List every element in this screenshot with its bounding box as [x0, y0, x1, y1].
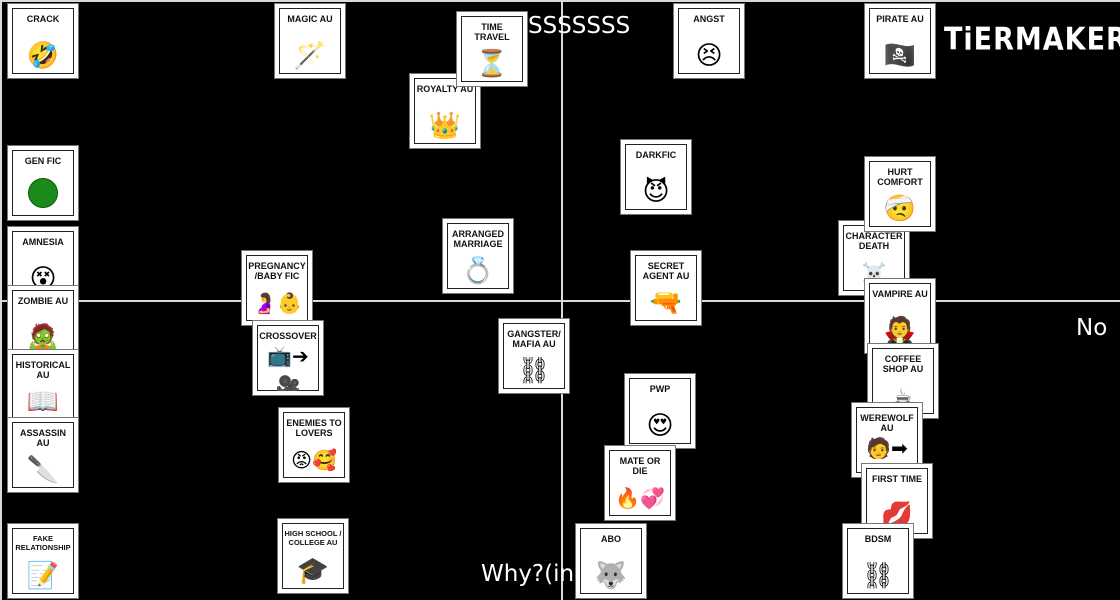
card-label: BDSM	[864, 534, 892, 544]
card-label: MATE OR DIE	[619, 456, 661, 476]
board-border-top	[0, 0, 1120, 2]
card-pregnancy[interactable]: PREGNANCY /BABY FIC 🤰👶	[241, 250, 313, 326]
card-label: CRACK	[26, 14, 60, 24]
card-enemies-to-lovers[interactable]: ENEMIES TO LOVERS 😡🥰	[278, 407, 350, 483]
pirate-flag-icon: 🏴‍☠️	[883, 41, 917, 71]
card-label: ROYALTY AU	[416, 84, 474, 94]
fire-hearts-icon: 🔥💞	[615, 486, 665, 510]
card-label: ANGST	[693, 14, 725, 24]
card-pwp[interactable]: PWP 😍	[624, 373, 696, 449]
card-fake-relationship[interactable]: FAKE RELATIONSHIP 📝	[7, 523, 79, 599]
card-gangster-mafia-au[interactable]: GANGSTER/ MAFIA AU ⛓	[498, 318, 570, 394]
card-mate-or-die[interactable]: MATE OR DIE 🔥💞	[604, 445, 676, 521]
tiermaker-logo: TiERMAKER	[944, 22, 1120, 58]
card-label: COFFEE SHOP AU	[882, 354, 924, 374]
card-bdsm[interactable]: BDSM ⛓	[842, 523, 914, 599]
angry-and-love-face-icon: 😡🥰	[291, 448, 337, 472]
card-label: CROSSOVER	[259, 331, 317, 341]
card-label: ENEMIES TO LOVERS	[286, 418, 342, 438]
axis-label-top: SSSSSSS	[528, 13, 631, 39]
zombie-icon: 🧟	[26, 323, 60, 353]
card-label: ZOMBIE AU	[17, 296, 69, 306]
card-label: PREGNANCY /BABY FIC	[248, 261, 306, 281]
card-hurt-comfort[interactable]: HURT COMFORT 🤕	[864, 156, 936, 232]
card-assassin-au[interactable]: ASSASSIN AU 🔪	[7, 417, 79, 493]
card-label: PIRATE AU	[876, 14, 924, 24]
persevering-face-icon: 😣	[695, 41, 723, 71]
pregnant-baby-icon: 🤰👶	[252, 291, 302, 315]
pistol-icon: 🔫	[649, 288, 683, 318]
card-label: WEREWOLF AU	[860, 413, 914, 433]
card-label: ARRANGED MARRIAGE	[451, 229, 504, 249]
green-circle-icon	[28, 178, 58, 208]
card-secret-agent-au[interactable]: SECRET AGENT AU 🔫	[630, 250, 702, 326]
card-label: FIRST TIME	[872, 474, 922, 484]
card-label: HISTORICAL AU	[15, 360, 71, 380]
book-icon: 📖	[26, 387, 60, 417]
horizontal-axis	[0, 300, 1120, 302]
card-label: SECRET AGENT AU	[642, 261, 690, 281]
card-historical-au[interactable]: HISTORICAL AU 📖	[7, 349, 79, 425]
card-vampire-au[interactable]: VAMPIRE AU 🧛	[864, 278, 936, 354]
magic-wand-icon: 🪄	[293, 41, 327, 71]
card-label: HURT COMFORT	[877, 167, 923, 187]
devil-face-icon: 😈	[642, 177, 670, 207]
card-label: ASSASSIN AU	[19, 428, 66, 448]
card-label: ABO	[601, 534, 621, 544]
wolf-icon: 🐺	[594, 561, 628, 591]
card-darkfic[interactable]: DARKFIC 😈	[620, 139, 692, 215]
bandaged-face-icon: 🤕	[883, 194, 917, 224]
axis-label-right: No	[1076, 315, 1108, 341]
card-abo[interactable]: ABO 🐺	[575, 523, 647, 599]
card-pirate-au[interactable]: PIRATE AU 🏴‍☠️	[864, 3, 936, 79]
card-label: VAMPIRE AU	[872, 289, 928, 299]
card-label: FAKE RELATIONSHIP	[15, 534, 71, 552]
ring-icon: 💍	[461, 256, 495, 286]
knife-icon: 🔪	[26, 455, 60, 485]
card-arranged-marriage[interactable]: ARRANGED MARRIAGE 💍	[442, 218, 514, 294]
memo-icon: 📝	[26, 561, 60, 591]
card-label: MAGIC AU	[287, 14, 333, 24]
graduation-cap-icon: 🎓	[296, 556, 330, 586]
card-label: DARKFIC	[635, 150, 677, 160]
coffee-icon: ☕	[894, 384, 912, 408]
card-gen-fic[interactable]: GEN FIC	[7, 145, 79, 221]
card-label: HIGH SCHOOL / COLLEGE AU	[284, 529, 342, 547]
card-crossover[interactable]: CROSSOVER 📺➔🎥	[252, 320, 324, 396]
vampire-icon: 🧛	[883, 316, 917, 346]
card-zombie-au[interactable]: ZOMBIE AU 🧟	[7, 285, 79, 361]
card-label: PWP	[649, 384, 671, 394]
card-royalty-au[interactable]: ROYALTY AU 👑	[409, 73, 481, 149]
tv-to-camera-icon: 📺➔🎥	[267, 344, 309, 395]
heart-eyes-icon: 😍	[646, 411, 674, 441]
card-label: TIME TRAVEL	[474, 22, 510, 42]
card-high-school-au[interactable]: HIGH SCHOOL / COLLEGE AU 🎓	[277, 518, 349, 594]
card-magic-au[interactable]: MAGIC AU 🪄	[274, 3, 346, 79]
handcuffs-icon: ⛓	[861, 561, 895, 591]
rofl-icon: 🤣	[26, 41, 60, 71]
crown-icon: 👑	[428, 111, 462, 141]
card-time-travel[interactable]: TIME TRAVEL ⏳	[456, 11, 528, 87]
card-label: CHARACTER DEATH	[845, 231, 903, 251]
card-crack[interactable]: CRACK 🤣	[7, 3, 79, 79]
card-label: GEN FIC	[24, 156, 62, 166]
hourglass-icon: ⏳	[475, 49, 509, 79]
card-angst[interactable]: ANGST 😣	[673, 3, 745, 79]
card-label: GANGSTER/ MAFIA AU	[507, 329, 561, 349]
chains-icon: ⛓	[517, 356, 551, 386]
card-label: AMNESIA	[22, 237, 64, 247]
